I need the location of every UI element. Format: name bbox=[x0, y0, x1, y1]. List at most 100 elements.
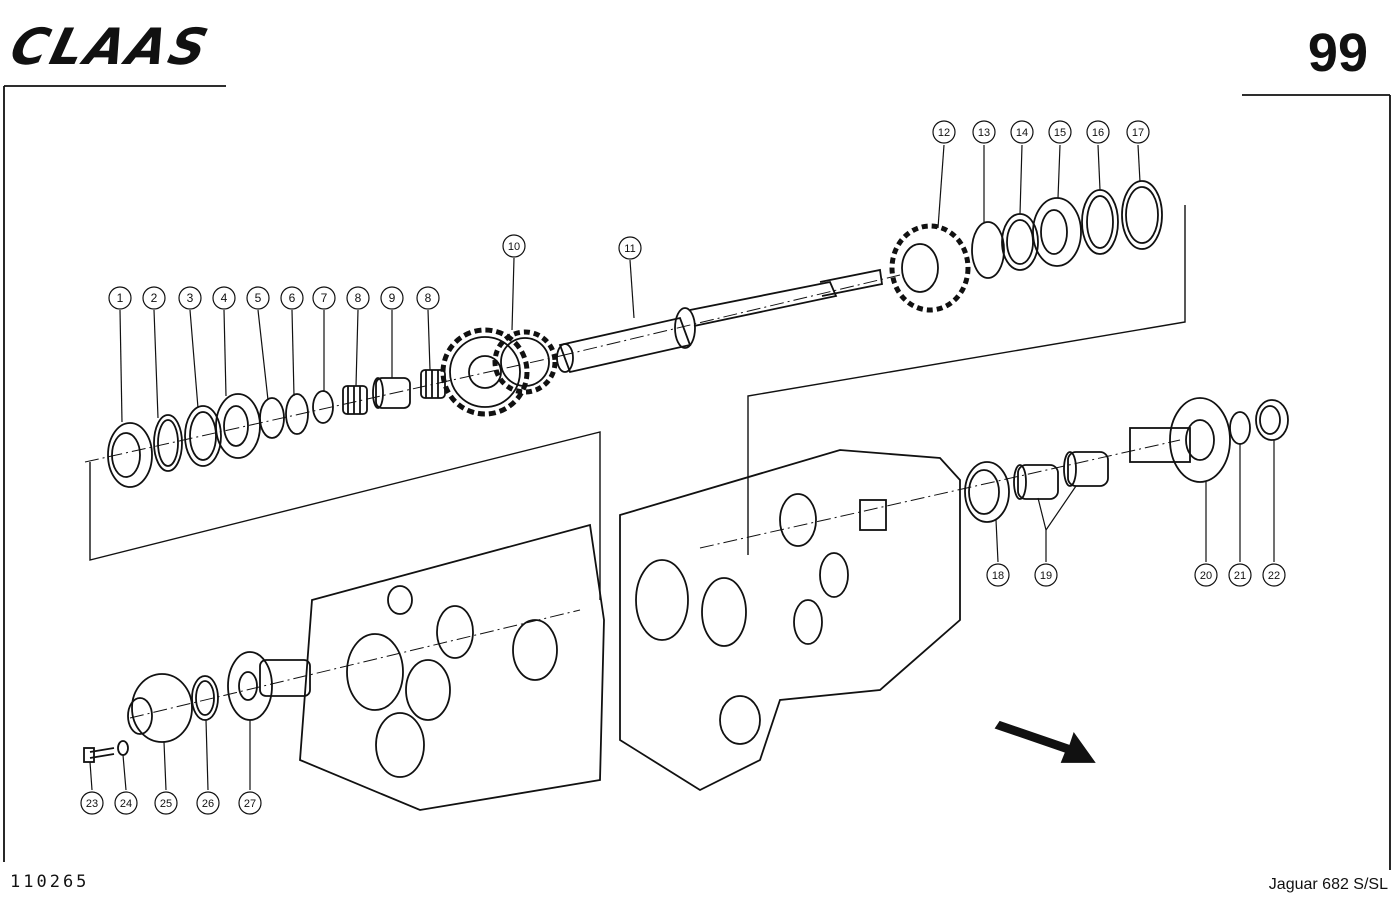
callout-circle bbox=[416, 286, 440, 310]
callout-label: 21 bbox=[1234, 570, 1246, 582]
callout-circle bbox=[986, 563, 1010, 587]
callout-28: 27 bbox=[238, 791, 262, 815]
bearing-part-4 bbox=[215, 393, 261, 459]
callout-circle bbox=[1262, 563, 1286, 587]
callout-label: 27 bbox=[244, 798, 256, 810]
callout-label: 8 bbox=[425, 291, 432, 305]
callout-label: 5 bbox=[255, 291, 262, 305]
callout-circle bbox=[238, 791, 262, 815]
callout-label: 3 bbox=[187, 291, 194, 305]
callout-circle bbox=[114, 791, 138, 815]
washer-part-7 bbox=[312, 390, 334, 424]
gearbox-housing-right bbox=[619, 449, 961, 792]
needle-bearing-part-8a bbox=[342, 385, 368, 415]
callout-10: 8 bbox=[416, 286, 440, 310]
callout-5: 5 bbox=[246, 286, 270, 310]
callout-label: 4 bbox=[221, 291, 228, 305]
callout-circle bbox=[280, 286, 304, 310]
callout-label: 17 bbox=[1132, 127, 1144, 139]
bearing-part-15 bbox=[1032, 197, 1082, 267]
callout-circle bbox=[1010, 120, 1034, 144]
drawing-number: 110265 bbox=[10, 872, 90, 892]
ring-part-14 bbox=[1001, 213, 1039, 271]
callout-label: 16 bbox=[1092, 127, 1104, 139]
ring-part-3 bbox=[184, 405, 222, 467]
callout-19: 18 bbox=[986, 563, 1010, 587]
callout-27: 26 bbox=[196, 791, 220, 815]
callout-circle bbox=[80, 791, 104, 815]
brand-logo: CLAAS bbox=[4, 18, 217, 76]
callout-label: 13 bbox=[978, 127, 990, 139]
gear-part-12 bbox=[889, 223, 971, 313]
callout-circle bbox=[196, 791, 220, 815]
page-number: 99 bbox=[1307, 23, 1368, 83]
seal-part-18 bbox=[964, 461, 1010, 523]
assembly-axes bbox=[84, 274, 1181, 719]
callout-circle bbox=[154, 791, 178, 815]
shaft-part-11 bbox=[556, 268, 884, 374]
bolt-part-23 bbox=[83, 747, 115, 763]
callout-20: 19 bbox=[1034, 563, 1058, 587]
callout-circle bbox=[142, 286, 166, 310]
flange-part-25 bbox=[127, 673, 193, 743]
callout-label: 18 bbox=[992, 570, 1004, 582]
callout-circle bbox=[1126, 120, 1150, 144]
callout-label: 14 bbox=[1016, 127, 1028, 139]
callout-circle bbox=[618, 236, 642, 260]
callout-label: 6 bbox=[289, 291, 296, 305]
callout-label: 19 bbox=[1040, 570, 1052, 582]
circlip-part-21 bbox=[1229, 411, 1251, 445]
callout-7: 7 bbox=[312, 286, 336, 310]
page-frame bbox=[3, 85, 1391, 870]
callout-circle bbox=[312, 286, 336, 310]
callout-1: 1 bbox=[108, 286, 132, 310]
callout-11: 10 bbox=[502, 234, 526, 258]
callout-15: 14 bbox=[1010, 120, 1034, 144]
callout-label: 10 bbox=[508, 241, 520, 253]
callout-label: 15 bbox=[1054, 127, 1066, 139]
callout-label: 7 bbox=[321, 291, 328, 305]
callout-label: 23 bbox=[86, 798, 98, 810]
gear-part-10 bbox=[440, 327, 558, 417]
callout-9: 9 bbox=[380, 286, 404, 310]
bushing-part-9 bbox=[372, 377, 411, 409]
callout-22: 21 bbox=[1228, 563, 1252, 587]
callout-label: 25 bbox=[160, 798, 172, 810]
callout-2: 2 bbox=[142, 286, 166, 310]
coupling-part-27 bbox=[227, 651, 311, 721]
callout-23: 22 bbox=[1262, 563, 1286, 587]
callout-label: 20 bbox=[1200, 570, 1212, 582]
callout-circle bbox=[346, 286, 370, 310]
callout-label: 11 bbox=[624, 243, 635, 255]
circlip-part-2 bbox=[153, 414, 183, 472]
callout-circle bbox=[1034, 563, 1058, 587]
callout-circle bbox=[502, 234, 526, 258]
gearbox-housing-left bbox=[299, 523, 605, 811]
callout-24: 23 bbox=[80, 791, 104, 815]
callout-circle bbox=[108, 286, 132, 310]
washer-part-24 bbox=[117, 740, 129, 756]
callout-circle bbox=[246, 286, 270, 310]
callout-8: 8 bbox=[346, 286, 370, 310]
callout-circle bbox=[212, 286, 236, 310]
needle-bearing-part-8b bbox=[420, 369, 446, 399]
callout-circle bbox=[178, 286, 202, 310]
hub-part-20 bbox=[1129, 397, 1231, 483]
callout-circle bbox=[1194, 563, 1218, 587]
callout-circle bbox=[972, 120, 996, 144]
callout-circle bbox=[932, 120, 956, 144]
callout-circle bbox=[1048, 120, 1072, 144]
leader-lines bbox=[89, 144, 1275, 791]
group-bracket-left bbox=[89, 431, 601, 600]
callout-label: 26 bbox=[202, 798, 214, 810]
callout-6: 6 bbox=[280, 286, 304, 310]
callout-26: 25 bbox=[154, 791, 178, 815]
callout-18: 17 bbox=[1126, 120, 1150, 144]
bushing-part-19 bbox=[1013, 451, 1109, 500]
circlip-part-17 bbox=[1121, 180, 1163, 250]
direction-arrow-icon bbox=[994, 720, 1096, 763]
callout-label: 8 bbox=[355, 291, 362, 305]
callout-21: 20 bbox=[1194, 563, 1218, 587]
